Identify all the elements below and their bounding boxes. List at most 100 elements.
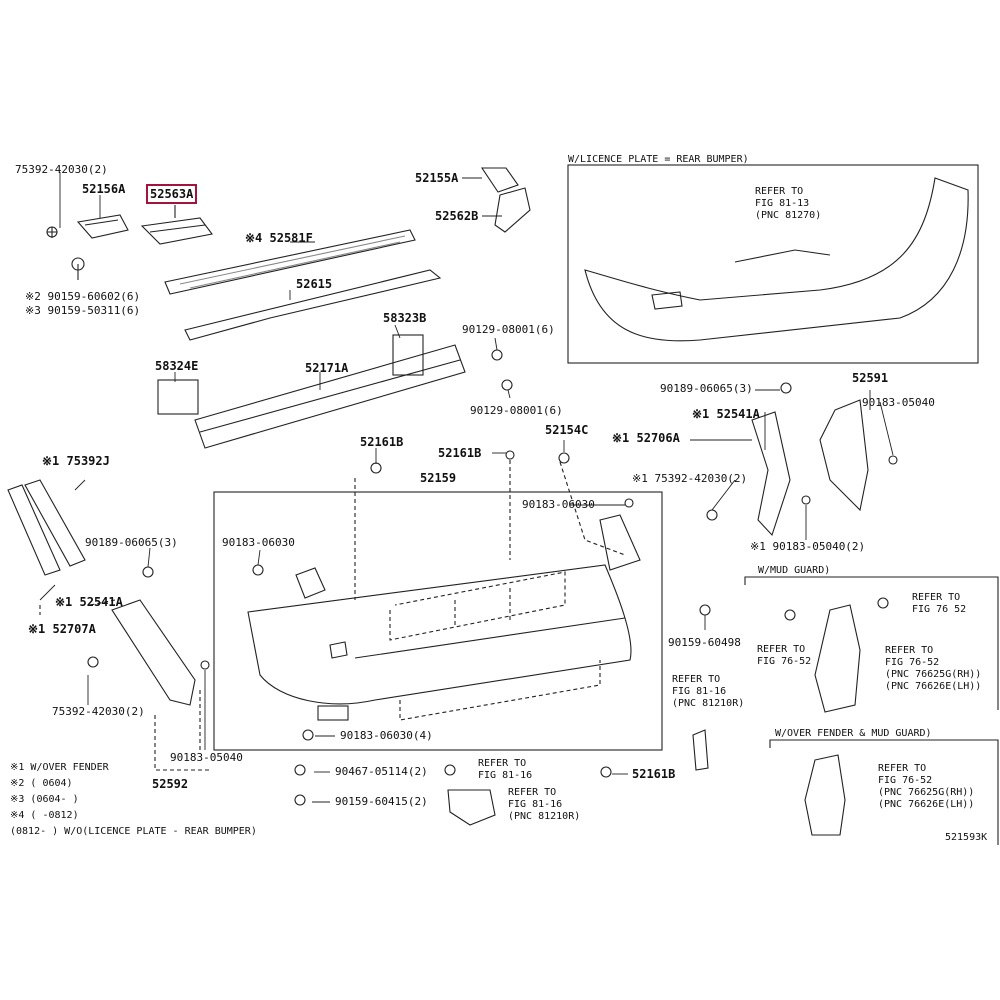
inset-bumper-shape [584, 177, 969, 342]
section-header: W/LICENCE PLATE = REAR BUMPER) [568, 154, 749, 165]
part-label[interactable]: 52562B [435, 209, 479, 223]
side-retainer-52592-shape [111, 599, 196, 706]
over-fender-inset-box [769, 739, 999, 845]
scuff-plate-shape [164, 229, 416, 295]
part-label[interactable]: 52615 [296, 277, 333, 291]
part-label[interactable]: ※2 90159-60602(6) [25, 290, 141, 303]
bumper-end-shape [599, 514, 641, 571]
refer-note: REFER TO FIG 76-52 [757, 644, 812, 667]
bolt-icon [699, 604, 711, 616]
bumper-group-box [213, 491, 663, 751]
part-label[interactable]: 90183-06030 [222, 536, 295, 549]
reflector-plate-shape [317, 705, 349, 721]
part-label[interactable]: 90189-06065(3) [660, 382, 753, 395]
clip-icon [370, 462, 382, 474]
clip-icon [505, 450, 515, 460]
part-label[interactable]: 52591 [852, 371, 889, 385]
bolt-icon [200, 660, 210, 670]
side-retainer-52541a-shape [751, 411, 791, 537]
part-label-selected[interactable]: 52563A [145, 184, 198, 204]
part-label[interactable]: 52155A [415, 171, 459, 185]
license-plate-inset-box [567, 164, 979, 364]
bolt-icon [501, 379, 513, 391]
retainer-52591-shape [819, 399, 869, 512]
clip-icon [294, 764, 306, 776]
legend-line: (0812- ) W/O(LICENCE PLATE - REAR BUMPER… [10, 826, 257, 837]
legend-line: ※4 ( -0812) [10, 810, 79, 821]
part-label[interactable]: 90129-08001(6) [462, 323, 555, 336]
part-label[interactable]: 90183-05040 [862, 396, 935, 409]
part-label[interactable]: 75392-42030(2) [15, 163, 108, 176]
bolt-icon [87, 656, 99, 668]
part-label[interactable]: 90159-60498 [668, 636, 741, 649]
part-label[interactable]: ※1 90183-05040(2) [750, 540, 866, 553]
clip-icon [706, 509, 718, 521]
part-label[interactable]: ※4 52581F [245, 231, 313, 245]
part-label[interactable]: 52161B [438, 446, 482, 460]
bracket-52563a-shape [140, 217, 213, 245]
bracket-58323b-shape [392, 334, 424, 376]
section-header: W/MUD GUARD) [758, 565, 831, 576]
reinforcement-shape [194, 344, 466, 449]
bracket-52156a-shape [76, 214, 129, 239]
part-label[interactable]: ※1 75392-42030(2) [632, 472, 748, 485]
part-label[interactable]: ※1 52541A [55, 595, 123, 609]
part-label[interactable]: 90183-05040 [170, 751, 243, 764]
refer-note: REFER TO FIG 76-52 (PNC 76625G(RH)) (PNC… [878, 763, 975, 810]
part-label[interactable]: 90189-06065(3) [85, 536, 178, 549]
part-label[interactable]: 52154C [545, 423, 589, 437]
fender-piece-shape [7, 484, 61, 576]
bolt-icon [491, 349, 503, 361]
legend-line: ※1 W/OVER FENDER [10, 762, 109, 773]
part-label[interactable]: 52161B [632, 767, 676, 781]
part-label[interactable]: 90183-06030 [522, 498, 595, 511]
diagram-id: 521593K [945, 832, 988, 843]
part-label[interactable]: 75392-42030(2) [52, 705, 145, 718]
bolt-icon [294, 794, 306, 806]
part-label[interactable]: 90129-08001(6) [470, 404, 563, 417]
mud-guard-shape [814, 604, 861, 713]
bracket-58324e-shape [157, 379, 199, 415]
refer-note: REFER TO FIG 76 52 [912, 592, 967, 615]
retainer-52562b-shape [494, 187, 531, 233]
part-label[interactable]: ※1 52707A [28, 622, 96, 636]
bolt-icon [71, 257, 85, 280]
wiring-clip-shape [692, 729, 709, 771]
part-label[interactable]: 52161B [360, 435, 404, 449]
mud-guard-inset-box [744, 576, 999, 710]
part-label[interactable]: 90467-05114(2) [335, 765, 428, 778]
refer-note: REFER TO FIG 81-16 [478, 758, 533, 781]
reflector-shape [447, 789, 496, 826]
clip-icon [252, 564, 264, 576]
part-label[interactable]: ※1 52541A [692, 407, 760, 421]
part-label[interactable]: ※1 52706A [612, 431, 680, 445]
part-label[interactable]: 52592 [152, 777, 189, 791]
part-label[interactable]: 58324E [155, 359, 199, 373]
clip-icon [302, 729, 314, 741]
mud-guard-lower-shape [804, 754, 846, 836]
bolt-icon [888, 455, 898, 465]
part-label[interactable]: 90183-06030(4) [340, 729, 433, 742]
part-label[interactable]: 52156A [82, 182, 126, 196]
strip-52615-shape [184, 269, 442, 341]
part-label[interactable]: 52171A [305, 361, 349, 375]
refer-note: REFER TO FIG 81-16 (PNC 81210R) [672, 674, 745, 709]
clip-icon [142, 566, 154, 578]
legend-line: ※2 ( 0604) [10, 778, 73, 789]
bolt-icon [558, 452, 570, 464]
bumper-cover-shape [247, 564, 632, 705]
part-label[interactable]: ※1 75392J [42, 454, 110, 468]
bolt-icon [801, 495, 811, 505]
legend-line: ※3 (0604- ) [10, 794, 79, 805]
section-header: W/OVER FENDER & MUD GUARD) [775, 728, 932, 739]
refer-note: REFER TO FIG 76-52 (PNC 76625G(RH)) (PNC… [885, 645, 982, 692]
bolt-icon [624, 498, 634, 508]
part-label[interactable]: ※3 90159-50311(6) [25, 304, 141, 317]
part-label[interactable]: 58323B [383, 311, 427, 325]
part-label[interactable]: 90159-60415(2) [335, 795, 428, 808]
clip-icon [780, 382, 792, 394]
part-label[interactable]: 52159 [420, 471, 457, 485]
refer-note: REFER TO FIG 81-13 (PNC 81270) [755, 186, 822, 221]
